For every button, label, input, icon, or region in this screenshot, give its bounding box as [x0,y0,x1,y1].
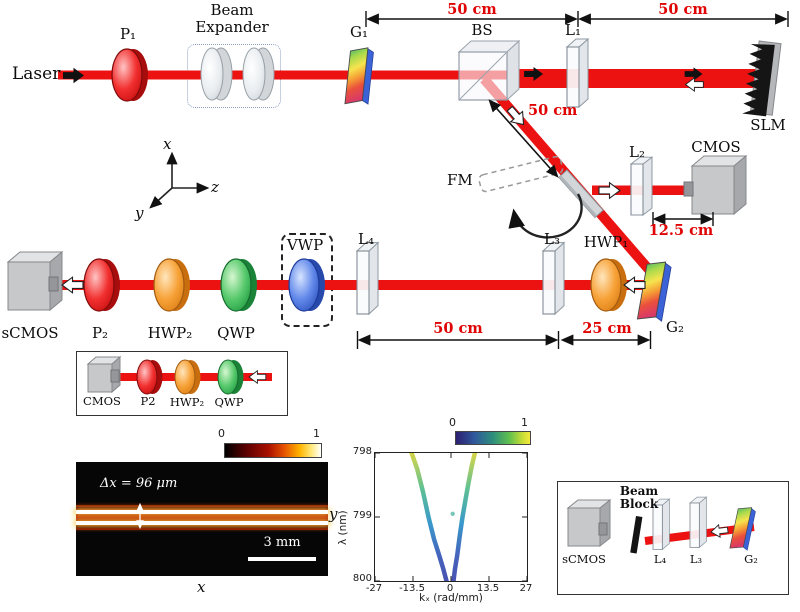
inset-hwp2-label: HWP₂ [169,395,205,409]
axis-z-label: z [211,178,219,196]
bb-beam-block-label: Beam Block [619,484,659,511]
lens-l1 [566,38,589,108]
inset-quarter-wave-plate [217,359,244,395]
fm-label: FM [447,171,473,189]
xtick-0: 0 [446,583,454,594]
distance-l4-l3-label: 50 cm [433,320,483,337]
viridis-colorbar-min: 0 [449,416,456,429]
spectrum-plot [374,450,528,584]
half-wave-plate-2 [153,258,190,312]
xtick-27: 27 [519,583,533,594]
distance-l2-cmos-label: 12.5 cm [648,222,714,239]
spectrum-ylabel: λ (nm) [337,510,349,545]
p1-label: P₁ [119,25,137,43]
inset-cmos-camera [86,355,122,394]
image-ylabel: y [329,505,338,523]
beam-block [630,516,643,554]
l1-label: L₁ [565,21,581,39]
dispersion-left-branch [409,450,449,584]
l4-label: L₄ [358,230,374,248]
axis-x-label: x [163,135,172,153]
distance-arrows [356,11,789,349]
distance-l1-slm-label: 50 cm [658,1,708,18]
spectrum-plot-area [374,450,528,584]
hot-colorbar-min: 0 [218,427,225,440]
beam-splitter [457,39,521,102]
inset-scmos-camera [566,498,612,548]
hwp1-label: HWP₁ [583,233,629,251]
xtick-13p5: 13.5 [476,583,500,594]
ytick-799: 799 [352,510,372,521]
inset-half-wave-plate-2 [174,359,201,395]
bb-g2-label: G₂ [744,552,758,566]
scmos-label: sCMOS [1,324,59,342]
distance-g1-l1-label: 50 cm [447,1,497,18]
faint-fringe-top [76,505,328,507]
slm-label: SLM [750,116,786,134]
bb-l3-label: L₃ [689,552,703,566]
intensity-glow-band [76,502,328,532]
bs-label: BS [471,21,493,39]
beam-top [58,70,514,80]
xtick-neg13p5: -13.5 [399,583,425,594]
slm-grating [742,40,782,117]
scale-bar-label: 3 mm [263,535,301,550]
inset-qwp-label: QWP [214,395,244,409]
laser-label: Laser [12,64,61,84]
inset-p2-label: P2 [140,394,156,408]
scale-bar [248,557,316,561]
flip-rotation-arrow [508,193,583,239]
polarizer-p2 [83,258,120,312]
inset-polarizer-p2 [136,359,163,395]
l3-label: L₃ [544,230,560,248]
beam-bs-to-slm [512,69,758,88]
bb-l4-label: L₄ [653,552,667,566]
hwp2-label: HWP₂ [147,324,193,342]
xtick-neg27: -27 [365,583,383,594]
bright-fringe-top [76,510,328,514]
distance-bs-fm-label: 50 cm [528,102,578,119]
hot-colorbar-max: 1 [313,427,320,440]
ytick-798: 798 [352,446,372,457]
coordinate-axes [149,151,210,209]
zero-order-dot [450,511,455,516]
bb-scmos-label: sCMOS [562,552,606,566]
scmos-camera [6,250,64,312]
polarizer-p1 [111,48,148,102]
beam-expander-label: Beam Expander [195,1,269,36]
distance-l3-g2-label: 25 cm [582,320,632,337]
ytick-800: 800 [352,573,372,584]
viridis-colorbar-max: 1 [521,416,528,429]
image-xlabel: x [197,578,206,596]
qwp-label: QWP [217,324,255,342]
hot-colorbar [224,443,322,458]
grating-g1 [344,45,375,107]
variable-wave-plate [288,258,325,312]
lens-l3 [542,242,565,315]
faint-fringe-bottom [76,528,328,530]
fringe-spacing-annotation: Δx = 96 μm [100,476,178,491]
half-wave-plate-1 [590,258,627,312]
quarter-wave-plate [220,258,257,312]
l2-label: L₂ [629,143,645,161]
cmos-camera [683,154,748,216]
spectrum-xlabel: kₓ (rad/mm) [419,592,483,604]
lens-l4 [356,242,379,315]
cmos-label: CMOS [691,138,741,156]
g1-label: G₁ [350,23,368,41]
dispersion-right-branch [451,450,478,584]
inset-lens-l3 [689,496,707,548]
g2-label: G₂ [666,318,684,336]
bright-fringe-bottom [76,521,328,525]
vwp-label: VWP [286,236,324,254]
p2-label: P₂ [91,324,109,342]
inset-cmos-label: CMOS [83,394,121,408]
lens-l2 [630,156,653,216]
intensity-image-panel [76,462,328,576]
inset-grating-g2 [729,504,757,553]
viridis-colorbar [455,431,531,445]
axis-y-label: y [135,204,144,222]
